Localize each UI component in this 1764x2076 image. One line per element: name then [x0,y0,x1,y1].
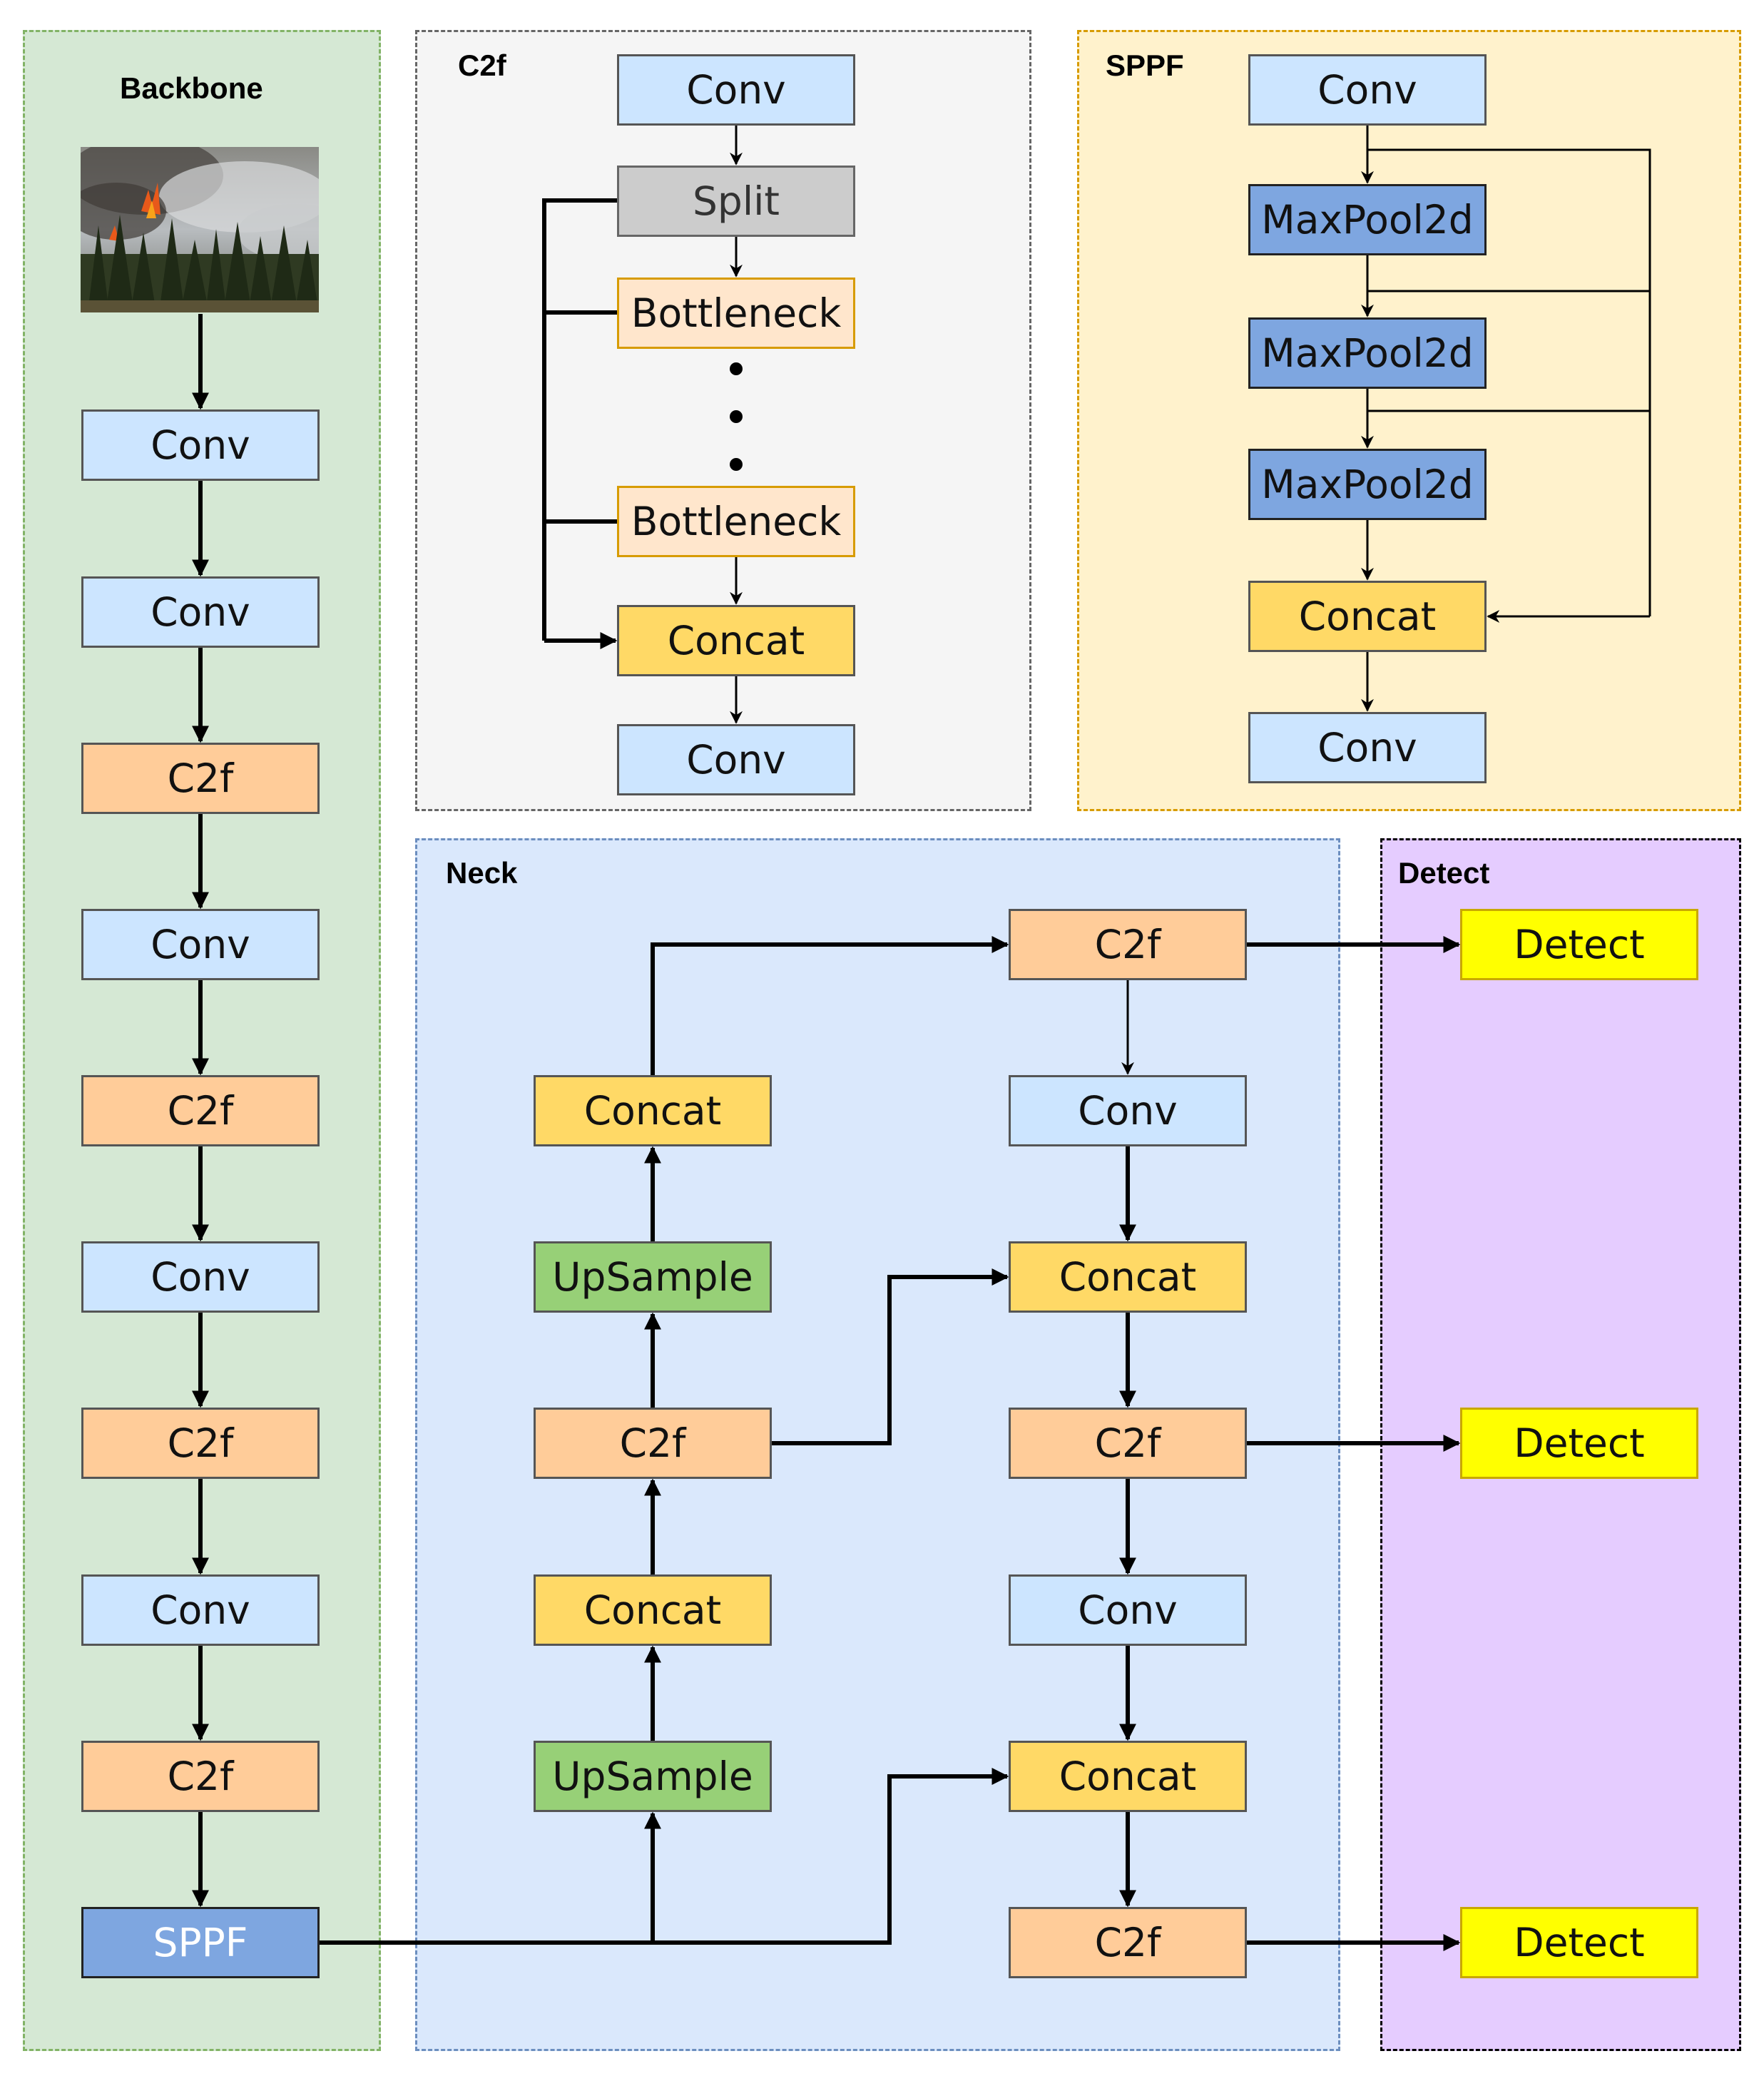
sppf-title: SPPF [1106,49,1184,82]
neck-upsample-1: UpSample [534,1241,772,1313]
backbone-c2f-3: C2f [81,1408,320,1479]
input-image [81,147,319,312]
backbone-conv-4: Conv [81,1241,320,1313]
backbone-conv-1: Conv [81,409,320,481]
backbone-sppf: SPPF [81,1907,320,1978]
neck-conv-right-2: Conv [1009,1574,1247,1646]
c2f-bottleneck-1: Bottleneck [617,278,855,349]
c2f-concat: Concat [617,605,855,676]
sppf-maxpool-2: MaxPool2d [1248,317,1487,389]
backbone-c2f-4: C2f [81,1741,320,1812]
detect-head-2: Detect [1460,1408,1698,1479]
detect-title: Detect [1398,856,1490,890]
sppf-panel [1077,30,1741,811]
backbone-conv-2: Conv [81,576,320,648]
backbone-title: Backbone [120,71,263,105]
neck-c2f-right-3: C2f [1009,1907,1247,1978]
neck-concat-right-2: Concat [1009,1741,1247,1812]
neck-c2f-right-2: C2f [1009,1408,1247,1479]
c2f-panel [415,30,1031,811]
neck-upsample-2: UpSample [534,1741,772,1812]
sppf-conv-in: Conv [1248,54,1487,126]
c2f-conv-out: Conv [617,724,855,795]
c2f-split: Split [617,166,855,237]
neck-concat-right-1: Concat [1009,1241,1247,1313]
c2f-title: C2f [458,49,506,82]
c2f-bottleneck-n: Bottleneck [617,486,855,557]
sppf-maxpool-3: MaxPool2d [1248,449,1487,520]
backbone-conv-5: Conv [81,1574,320,1646]
neck-concat-mid-left: Concat [534,1574,772,1646]
c2f-conv-in: Conv [617,54,855,126]
detect-head-3: Detect [1460,1907,1698,1978]
neck-c2f-right-1: C2f [1009,909,1247,980]
neck-conv-right-1: Conv [1009,1075,1247,1146]
backbone-c2f-2: C2f [81,1075,320,1146]
backbone-conv-3: Conv [81,909,320,980]
neck-title: Neck [446,856,518,890]
sppf-conv-out: Conv [1248,712,1487,783]
neck-concat-top-left: Concat [534,1075,772,1146]
neck-c2f-left: C2f [534,1408,772,1479]
forest-fire-illustration [81,147,319,312]
sppf-concat: Concat [1248,581,1487,652]
sppf-maxpool-1: MaxPool2d [1248,184,1487,255]
backbone-c2f-1: C2f [81,743,320,814]
detect-head-1: Detect [1460,909,1698,980]
